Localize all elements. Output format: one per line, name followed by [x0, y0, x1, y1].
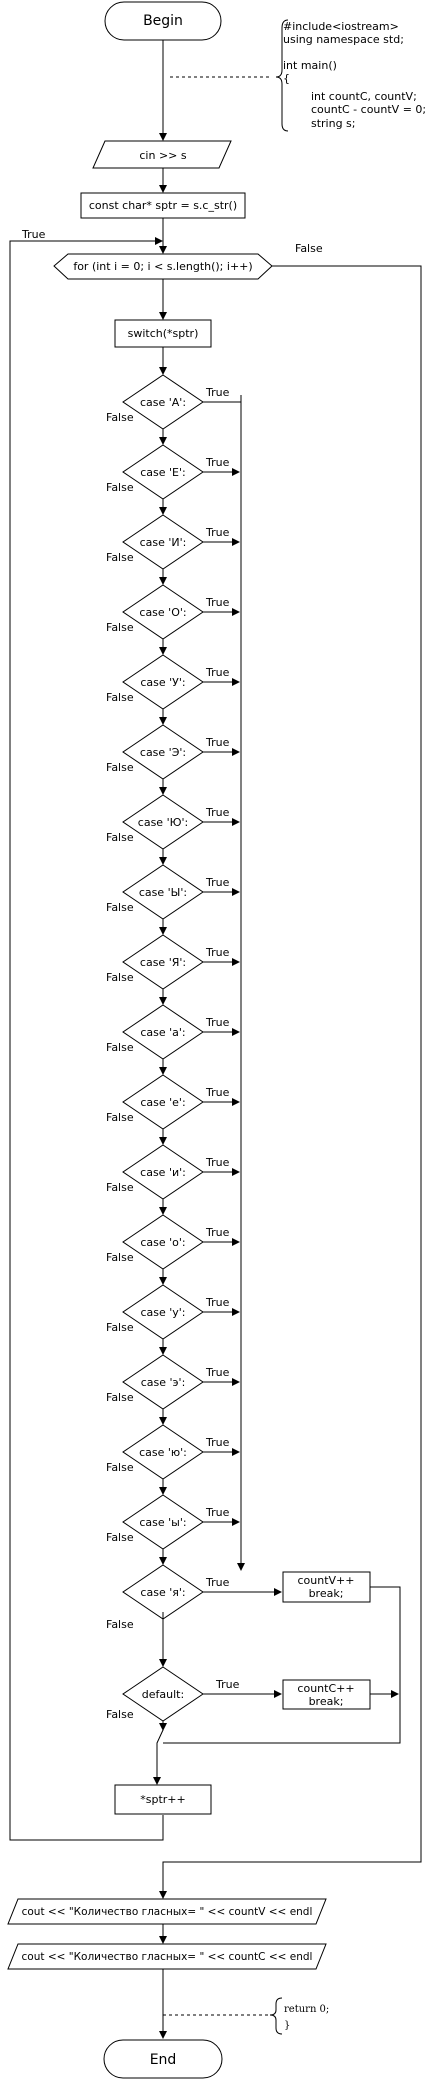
loop-exit-line: [159, 265, 422, 1899]
case-true-label: True: [205, 1436, 230, 1449]
header-comment-bracket: [275, 19, 289, 132]
case-label: case 'е':: [140, 1096, 185, 1109]
case-label: case 'и':: [140, 1166, 186, 1179]
case-true-label: True: [205, 596, 230, 609]
input-label: cin >> s: [139, 149, 187, 162]
vowel-action-line1: countV++: [298, 1574, 355, 1587]
case-label: case 'я':: [140, 1586, 185, 1599]
case-false-label: False: [106, 691, 134, 704]
case-label: case 'Ю':: [138, 816, 188, 829]
vowel-action-line2: break;: [309, 1587, 344, 1600]
for-loop-hexagon: [53, 253, 273, 280]
case-true-label: True: [205, 1016, 230, 1029]
svg-text:{: {: [283, 72, 290, 85]
svg-text:countC - countV = 0;: countC - countV = 0;: [283, 103, 426, 116]
case-false-label: False: [106, 621, 134, 634]
case-label: case 'Е':: [140, 466, 186, 479]
case-label: case 'Э':: [140, 746, 186, 759]
case-true-label: True: [205, 456, 230, 469]
case-true-label: True: [205, 386, 230, 399]
case-true-label: True: [205, 1366, 230, 1379]
footer-comment-line2: }: [284, 2020, 290, 2031]
case-label: case 'э':: [141, 1376, 186, 1389]
case-true-label: True: [205, 1296, 230, 1309]
svg-text:using namespace std;: using namespace std;: [283, 33, 404, 46]
for-loop-label: for (int i = 0; i < s.length(); i++): [73, 260, 252, 273]
input-parallelogram: [92, 140, 232, 169]
output-vowels-parallelogram: [7, 1898, 327, 1925]
case-label: case 'ю':: [139, 1446, 187, 1459]
case-label: case 'Ы':: [139, 886, 187, 899]
loop-back-line: [9, 237, 164, 1841]
case-label: case 'ы':: [139, 1516, 186, 1529]
case-true-label: True: [205, 666, 230, 679]
consonant-action-line1: countC++: [297, 1682, 354, 1695]
case-true-label: True: [205, 1226, 230, 1239]
case-true-label: True: [205, 1156, 230, 1169]
output-consonants-label: cout << "Количество гласных= " << countC…: [22, 1951, 313, 1963]
case-false-label: False: [106, 1321, 134, 1334]
case-false-label: False: [106, 551, 134, 564]
case-false-label: False: [106, 1461, 134, 1474]
case-label: case 'А':: [140, 396, 186, 409]
case-label: case 'О':: [139, 606, 186, 619]
case-false-label: False: [106, 1391, 134, 1404]
case-label: case 'У':: [140, 676, 185, 689]
case-false-label: False: [106, 1251, 134, 1264]
case-false-label: False: [106, 901, 134, 914]
case-label: case 'у':: [140, 1306, 185, 1319]
case-label: case 'а':: [140, 1026, 185, 1039]
output-consonants-parallelogram: [7, 1943, 327, 1970]
increment-process: [114, 1784, 212, 1815]
case-false-label: False: [106, 481, 134, 494]
case-label: case 'о':: [140, 1236, 185, 1249]
last-case-false-label: False: [106, 1618, 134, 1631]
case-label: case 'Я':: [140, 956, 186, 969]
footer-comment-line1: return 0;: [284, 2004, 329, 2015]
case-false-label: False: [106, 1181, 134, 1194]
case-false-label: False: [106, 831, 134, 844]
default-label: default:: [142, 1688, 184, 1701]
case-true-label: True: [205, 806, 230, 819]
loop-true-label: True: [21, 228, 46, 241]
svg-text:string s;: string s;: [283, 117, 355, 130]
case-true-label: True: [205, 736, 230, 749]
default-true-label: True: [215, 1678, 240, 1691]
case-false-label: False: [106, 1041, 134, 1054]
increment-label: *sptr++: [140, 1793, 185, 1806]
case-false-label: False: [106, 411, 134, 424]
case-true-label: True: [205, 526, 230, 539]
arrow-merge-to-increment: [153, 1729, 164, 1785]
case-true-label: True: [205, 946, 230, 959]
case-false-label: False: [106, 761, 134, 774]
svg-text:int countC, countV;: int countC, countV;: [283, 90, 417, 103]
case-false-label: False: [106, 1111, 134, 1124]
consonant-action-line2: break;: [309, 1695, 344, 1708]
begin-label: Begin: [143, 13, 183, 29]
case-false-label: False: [106, 1531, 134, 1544]
output-vowels-label: cout << "Количество гласных= " << countV…: [22, 1906, 313, 1918]
consonant-action-process: [282, 1679, 371, 1710]
case-false-label: False: [106, 971, 134, 984]
switch-label: switch(*sptr): [128, 327, 199, 340]
svg-text:int main(): int main(): [283, 59, 337, 72]
svg-text:#include<iostream>: #include<iostream>: [283, 20, 399, 33]
loop-false-label: False: [295, 242, 323, 255]
header-comment: #include<iostream> using namespace std; …: [283, 20, 426, 130]
footer-comment-bracket: [269, 1997, 283, 2035]
case-label: case 'И':: [140, 536, 187, 549]
pointer-init-label: const char* sptr = s.c_str(): [89, 199, 237, 212]
case-true-label: True: [205, 1576, 230, 1589]
merge-vowel-line: [163, 1586, 401, 1744]
end-terminator: [103, 2039, 223, 2079]
pointer-init-process: [80, 192, 246, 219]
case-true-label: True: [205, 876, 230, 889]
case-true-label: True: [205, 1506, 230, 1519]
end-label: End: [150, 2052, 177, 2068]
default-false-label: False: [106, 1708, 134, 1721]
case-true-label: True: [205, 1086, 230, 1099]
